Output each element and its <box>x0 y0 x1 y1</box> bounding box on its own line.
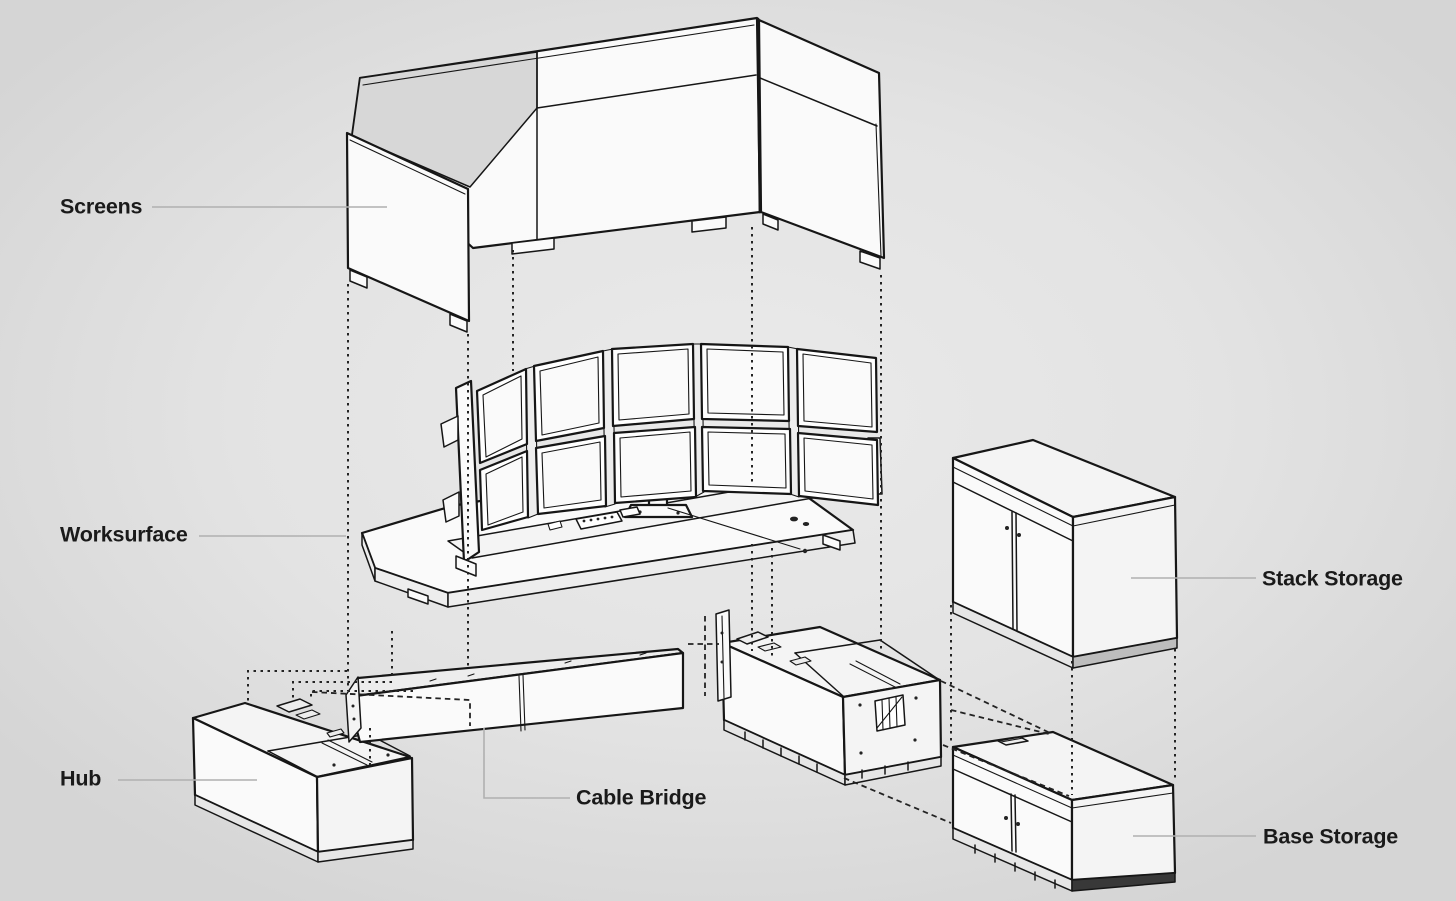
desk-clip <box>790 516 798 522</box>
screen-foot <box>349 269 368 289</box>
monitor-arm-hook <box>442 491 460 523</box>
right-unit-plinth <box>844 756 942 786</box>
power-strip <box>547 506 641 531</box>
leader-cable-bridge <box>483 728 570 799</box>
base-plinth <box>1071 872 1176 892</box>
monitor <box>700 425 793 496</box>
worksurface-desk <box>360 460 856 608</box>
monitor <box>532 349 606 443</box>
label-hub: Hub <box>60 766 102 791</box>
monitor <box>795 347 879 434</box>
hub-unit <box>191 698 415 863</box>
hub-plinth <box>317 839 414 863</box>
vent-grille <box>874 694 906 732</box>
label-stack-storage: Stack Storage <box>1262 566 1403 591</box>
monitor-array <box>440 342 883 577</box>
hub-right-unit <box>715 609 943 786</box>
cable <box>667 507 801 550</box>
screens-left-panel <box>345 131 471 323</box>
bridge-endcap <box>345 676 362 743</box>
right-unit-port <box>757 642 782 652</box>
desk-foot <box>407 588 429 605</box>
explode-guide-lines <box>247 227 1176 824</box>
monitor <box>699 342 791 423</box>
monitor <box>610 342 696 428</box>
monitor <box>478 449 530 532</box>
monitor <box>475 367 529 465</box>
monitor <box>612 425 698 505</box>
right-unit-port <box>736 631 769 645</box>
hub-port-cutout <box>276 698 313 713</box>
label-screens: Screens <box>60 194 143 219</box>
label-cable-bridge: Cable Bridge <box>576 785 707 810</box>
label-worksurface: Worksurface <box>60 522 188 547</box>
desk-edge <box>447 529 856 608</box>
hub-port-cutout <box>295 709 321 720</box>
right-unit-port <box>789 656 812 666</box>
monitor-arm-spine <box>454 379 481 564</box>
base-storage-cabinet <box>951 730 1177 892</box>
leader-lines <box>118 206 1256 837</box>
desk-foot <box>822 534 841 551</box>
screen-foot <box>762 213 779 231</box>
stack-side <box>1071 495 1179 659</box>
monitor-arm-foot <box>455 555 477 577</box>
stack-storage-cabinet <box>951 438 1179 669</box>
screen-foot <box>449 313 468 333</box>
screen-foot <box>691 216 727 233</box>
monitor <box>534 434 608 516</box>
label-base-storage: Base Storage <box>1263 824 1399 849</box>
base-side <box>1070 783 1177 882</box>
monitor <box>796 431 880 507</box>
cable-bridge-beam <box>345 647 685 744</box>
stack-plinth <box>1072 637 1178 669</box>
screen-foot <box>859 250 881 270</box>
desk-clip <box>802 522 810 526</box>
monitor-arm-hook <box>440 415 459 448</box>
screens-assembly <box>345 16 886 333</box>
hub-grommet <box>326 728 345 738</box>
